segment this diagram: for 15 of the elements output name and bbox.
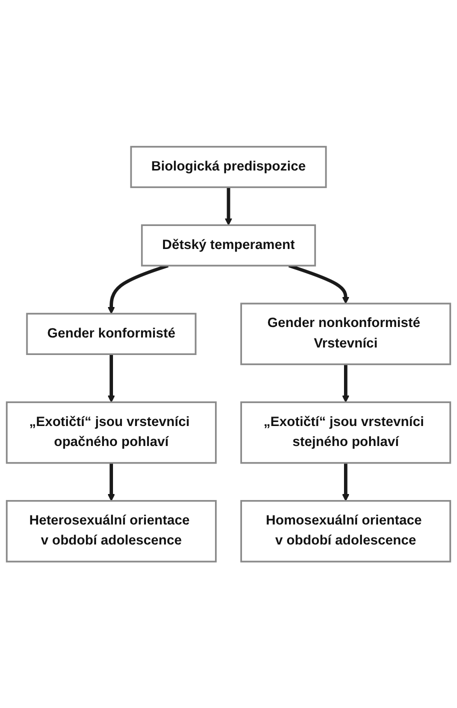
node-box: „Exotičtí“ jsou vrstevníci opačného pohlaví bbox=[6, 401, 217, 464]
node-box: Homosexuální orientace v období adolescence bbox=[240, 500, 452, 562]
arrow bbox=[342, 462, 350, 502]
node-box: Biologická predispozice bbox=[130, 146, 327, 188]
node-box: Dětský temperament bbox=[141, 224, 316, 266]
arrow bbox=[288, 264, 350, 304]
node-box: Gender konformisté bbox=[26, 312, 196, 355]
arrow bbox=[108, 462, 115, 502]
node-box: „Exotičtí“ jsou vrstevníci stejného pohlaví bbox=[240, 401, 452, 464]
node-box: Heterosexuální orientace v období adolescence bbox=[6, 500, 217, 562]
arrow bbox=[108, 264, 169, 314]
node-box: Gender nonkonformisté Vrstevníci bbox=[240, 302, 452, 365]
arrow bbox=[224, 187, 232, 226]
arrow bbox=[342, 364, 350, 402]
arrow bbox=[108, 354, 115, 402]
